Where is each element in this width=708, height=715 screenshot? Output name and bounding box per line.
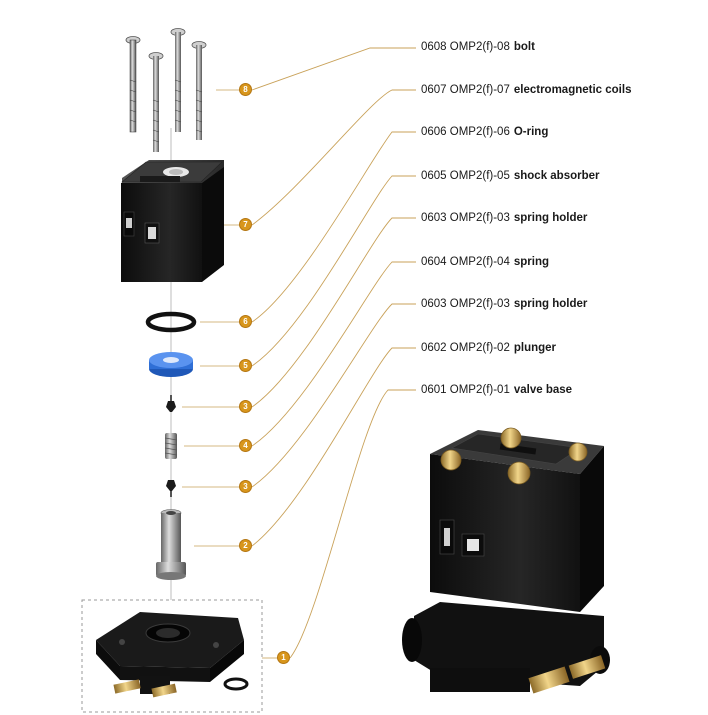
leader-line-5 — [251, 175, 416, 367]
leader-line-2 — [251, 347, 416, 547]
leader-lines — [251, 47, 416, 659]
valve-base-shape — [96, 612, 249, 698]
o-ring-shape — [145, 311, 197, 333]
coil-block — [121, 160, 224, 282]
valve-base-frame — [81, 599, 263, 713]
leader-line-7 — [251, 89, 416, 226]
shock-absorber-shape — [149, 352, 193, 377]
leader-line-6 — [251, 131, 416, 323]
callout-badge-2: 2 — [240, 540, 251, 551]
callout-badge-6: 6 — [240, 316, 251, 327]
callout-badge-4: 4 — [240, 440, 251, 451]
leader-line-3a — [251, 217, 416, 408]
assembled-valve-shape — [402, 427, 610, 694]
leader-line-4 — [251, 261, 416, 447]
spring-holder-upper-shape — [166, 395, 176, 412]
callout-badge-3-lower: 3 — [240, 481, 251, 492]
bolt-shape — [191, 41, 207, 140]
bolts — [125, 28, 207, 152]
callout-badge-1: 1 — [278, 652, 289, 663]
spring-shape — [164, 433, 178, 459]
bolt-shape — [125, 36, 141, 133]
callout-badge-7: 7 — [240, 219, 251, 230]
spring-holder-lower-shape — [166, 480, 176, 497]
callout-badge-5: 5 — [240, 360, 251, 371]
callout-badge-8: 8 — [240, 84, 251, 95]
leader-line-1 — [289, 389, 416, 659]
callout-badge-3-upper: 3 — [240, 401, 251, 412]
bolt-shape — [170, 28, 186, 132]
leader-line-8 — [251, 47, 416, 91]
plunger-shape — [156, 509, 186, 580]
bolt-threads — [129, 79, 203, 143]
bolt-shape — [148, 52, 164, 152]
badge-ticks — [182, 89, 278, 659]
leader-line-3b — [251, 303, 416, 488]
assembled-bolt-heads — [440, 427, 588, 485]
